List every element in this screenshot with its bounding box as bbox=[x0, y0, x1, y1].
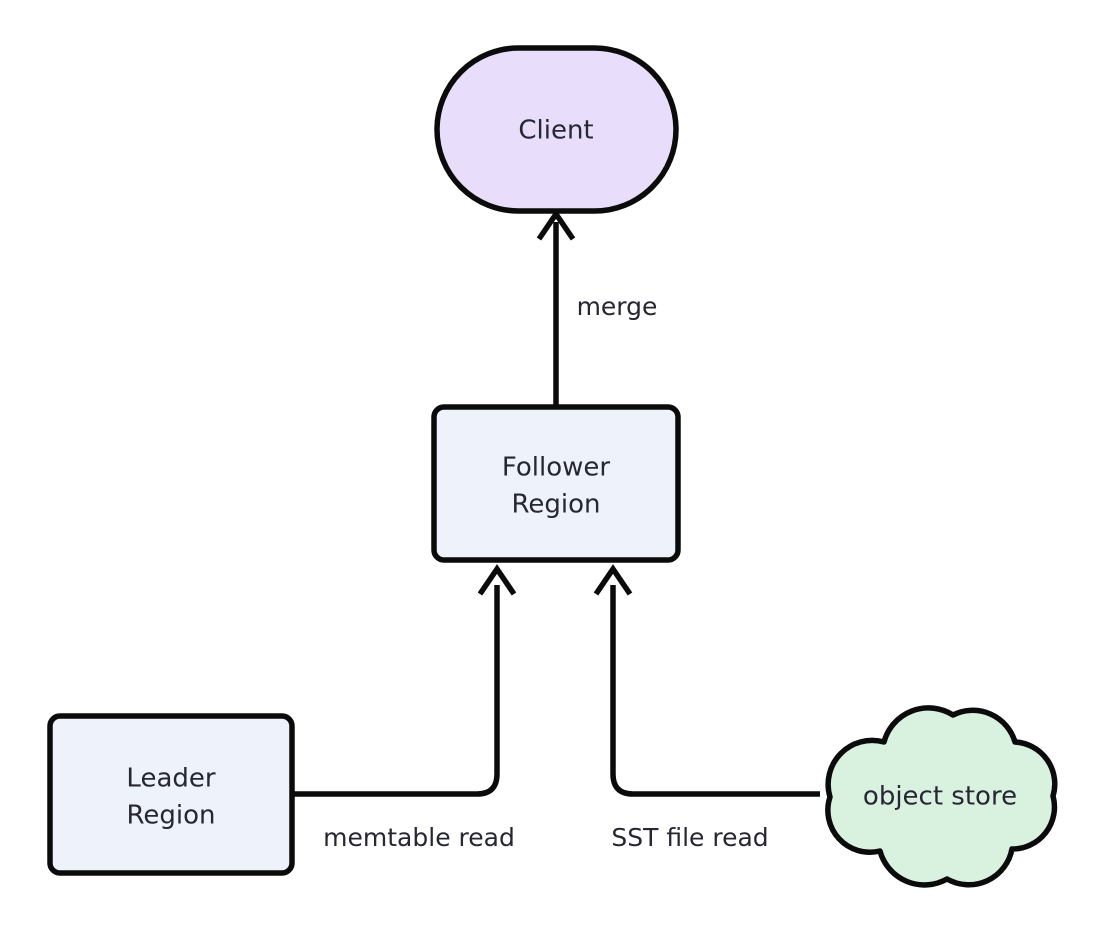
edge-memtable-read bbox=[292, 564, 517, 797]
object-store-label: object store bbox=[863, 782, 1017, 812]
client-label: Client bbox=[518, 116, 593, 146]
edge-sst-file-read-arrowhead bbox=[593, 564, 633, 596]
edge-memtable-read-arrowhead bbox=[477, 564, 517, 596]
node-follower-region[interactable]: Follower Region bbox=[431, 404, 681, 563]
edge-sst-file-read-line bbox=[610, 585, 820, 797]
edge-merge-arrowhead bbox=[536, 209, 576, 241]
edge-memtable-read-line bbox=[292, 585, 500, 797]
leader-region-label-line2: Region bbox=[126, 801, 215, 831]
object-store-cloud-shape[interactable] bbox=[825, 705, 1058, 888]
follower-region-shape[interactable] bbox=[431, 404, 681, 563]
follower-region-label-line1: Follower bbox=[502, 453, 611, 483]
edge-sst-file-read bbox=[593, 564, 820, 797]
node-client[interactable]: Client bbox=[434, 45, 679, 214]
leader-region-shape[interactable] bbox=[47, 713, 295, 876]
edge-merge bbox=[536, 209, 576, 405]
edge-label-memtable-read: memtable read bbox=[323, 823, 515, 852]
client-shape[interactable] bbox=[434, 45, 679, 214]
edge-label-sst-file-read: SST file read bbox=[611, 823, 768, 852]
node-object-store[interactable]: object store bbox=[825, 705, 1058, 888]
follower-region-label-line2: Region bbox=[511, 490, 600, 520]
edge-label-merge: merge bbox=[577, 292, 658, 321]
node-leader-region[interactable]: Leader Region bbox=[47, 713, 295, 876]
leader-region-label-line1: Leader bbox=[126, 764, 215, 794]
